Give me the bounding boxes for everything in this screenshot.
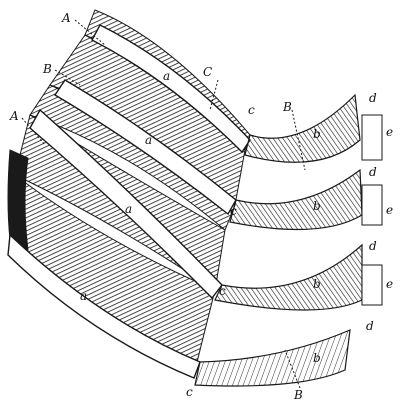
label-A-top: A	[62, 11, 71, 25]
costal-cartilage-bottom	[194, 329, 351, 387]
rib-shaft-upper	[91, 24, 251, 154]
costal-cartilage-top	[244, 93, 361, 163]
label-d-4: d	[366, 319, 374, 333]
label-b-4: b	[313, 351, 321, 365]
label-e-2: e	[386, 203, 394, 217]
rib-shaft-lower	[7, 233, 201, 379]
sternum-edge	[361, 114, 383, 306]
label-c-4: c	[186, 385, 193, 399]
label-d-3: d	[369, 239, 377, 253]
label-c-3: c	[219, 284, 226, 298]
label-B-mid: B	[283, 100, 292, 114]
label-a-3: a	[125, 202, 133, 216]
label-b-3: b	[313, 277, 321, 291]
label-d-1: d	[369, 91, 377, 105]
label-a-1: a	[163, 69, 171, 83]
label-c-2: c	[230, 204, 237, 218]
label-a-4: a	[80, 289, 88, 303]
label-A-left: A	[10, 109, 19, 123]
label-a-2: a	[145, 133, 153, 147]
rib-shaft-second	[54, 79, 237, 216]
label-c-1: c	[248, 103, 255, 117]
rib-shaft-third	[29, 108, 223, 300]
label-B-bottom: B	[294, 388, 303, 402]
label-d-2: d	[369, 165, 377, 179]
label-C: C	[203, 65, 213, 79]
label-B-top: B	[43, 62, 52, 76]
label-e-1: e	[386, 125, 394, 139]
intercostal-muscle-band-bottom	[7, 149, 216, 371]
label-b-2: b	[313, 199, 321, 213]
label-b-1: b	[313, 127, 321, 141]
label-e-3: e	[386, 277, 394, 291]
leader-lines	[21, 19, 306, 389]
